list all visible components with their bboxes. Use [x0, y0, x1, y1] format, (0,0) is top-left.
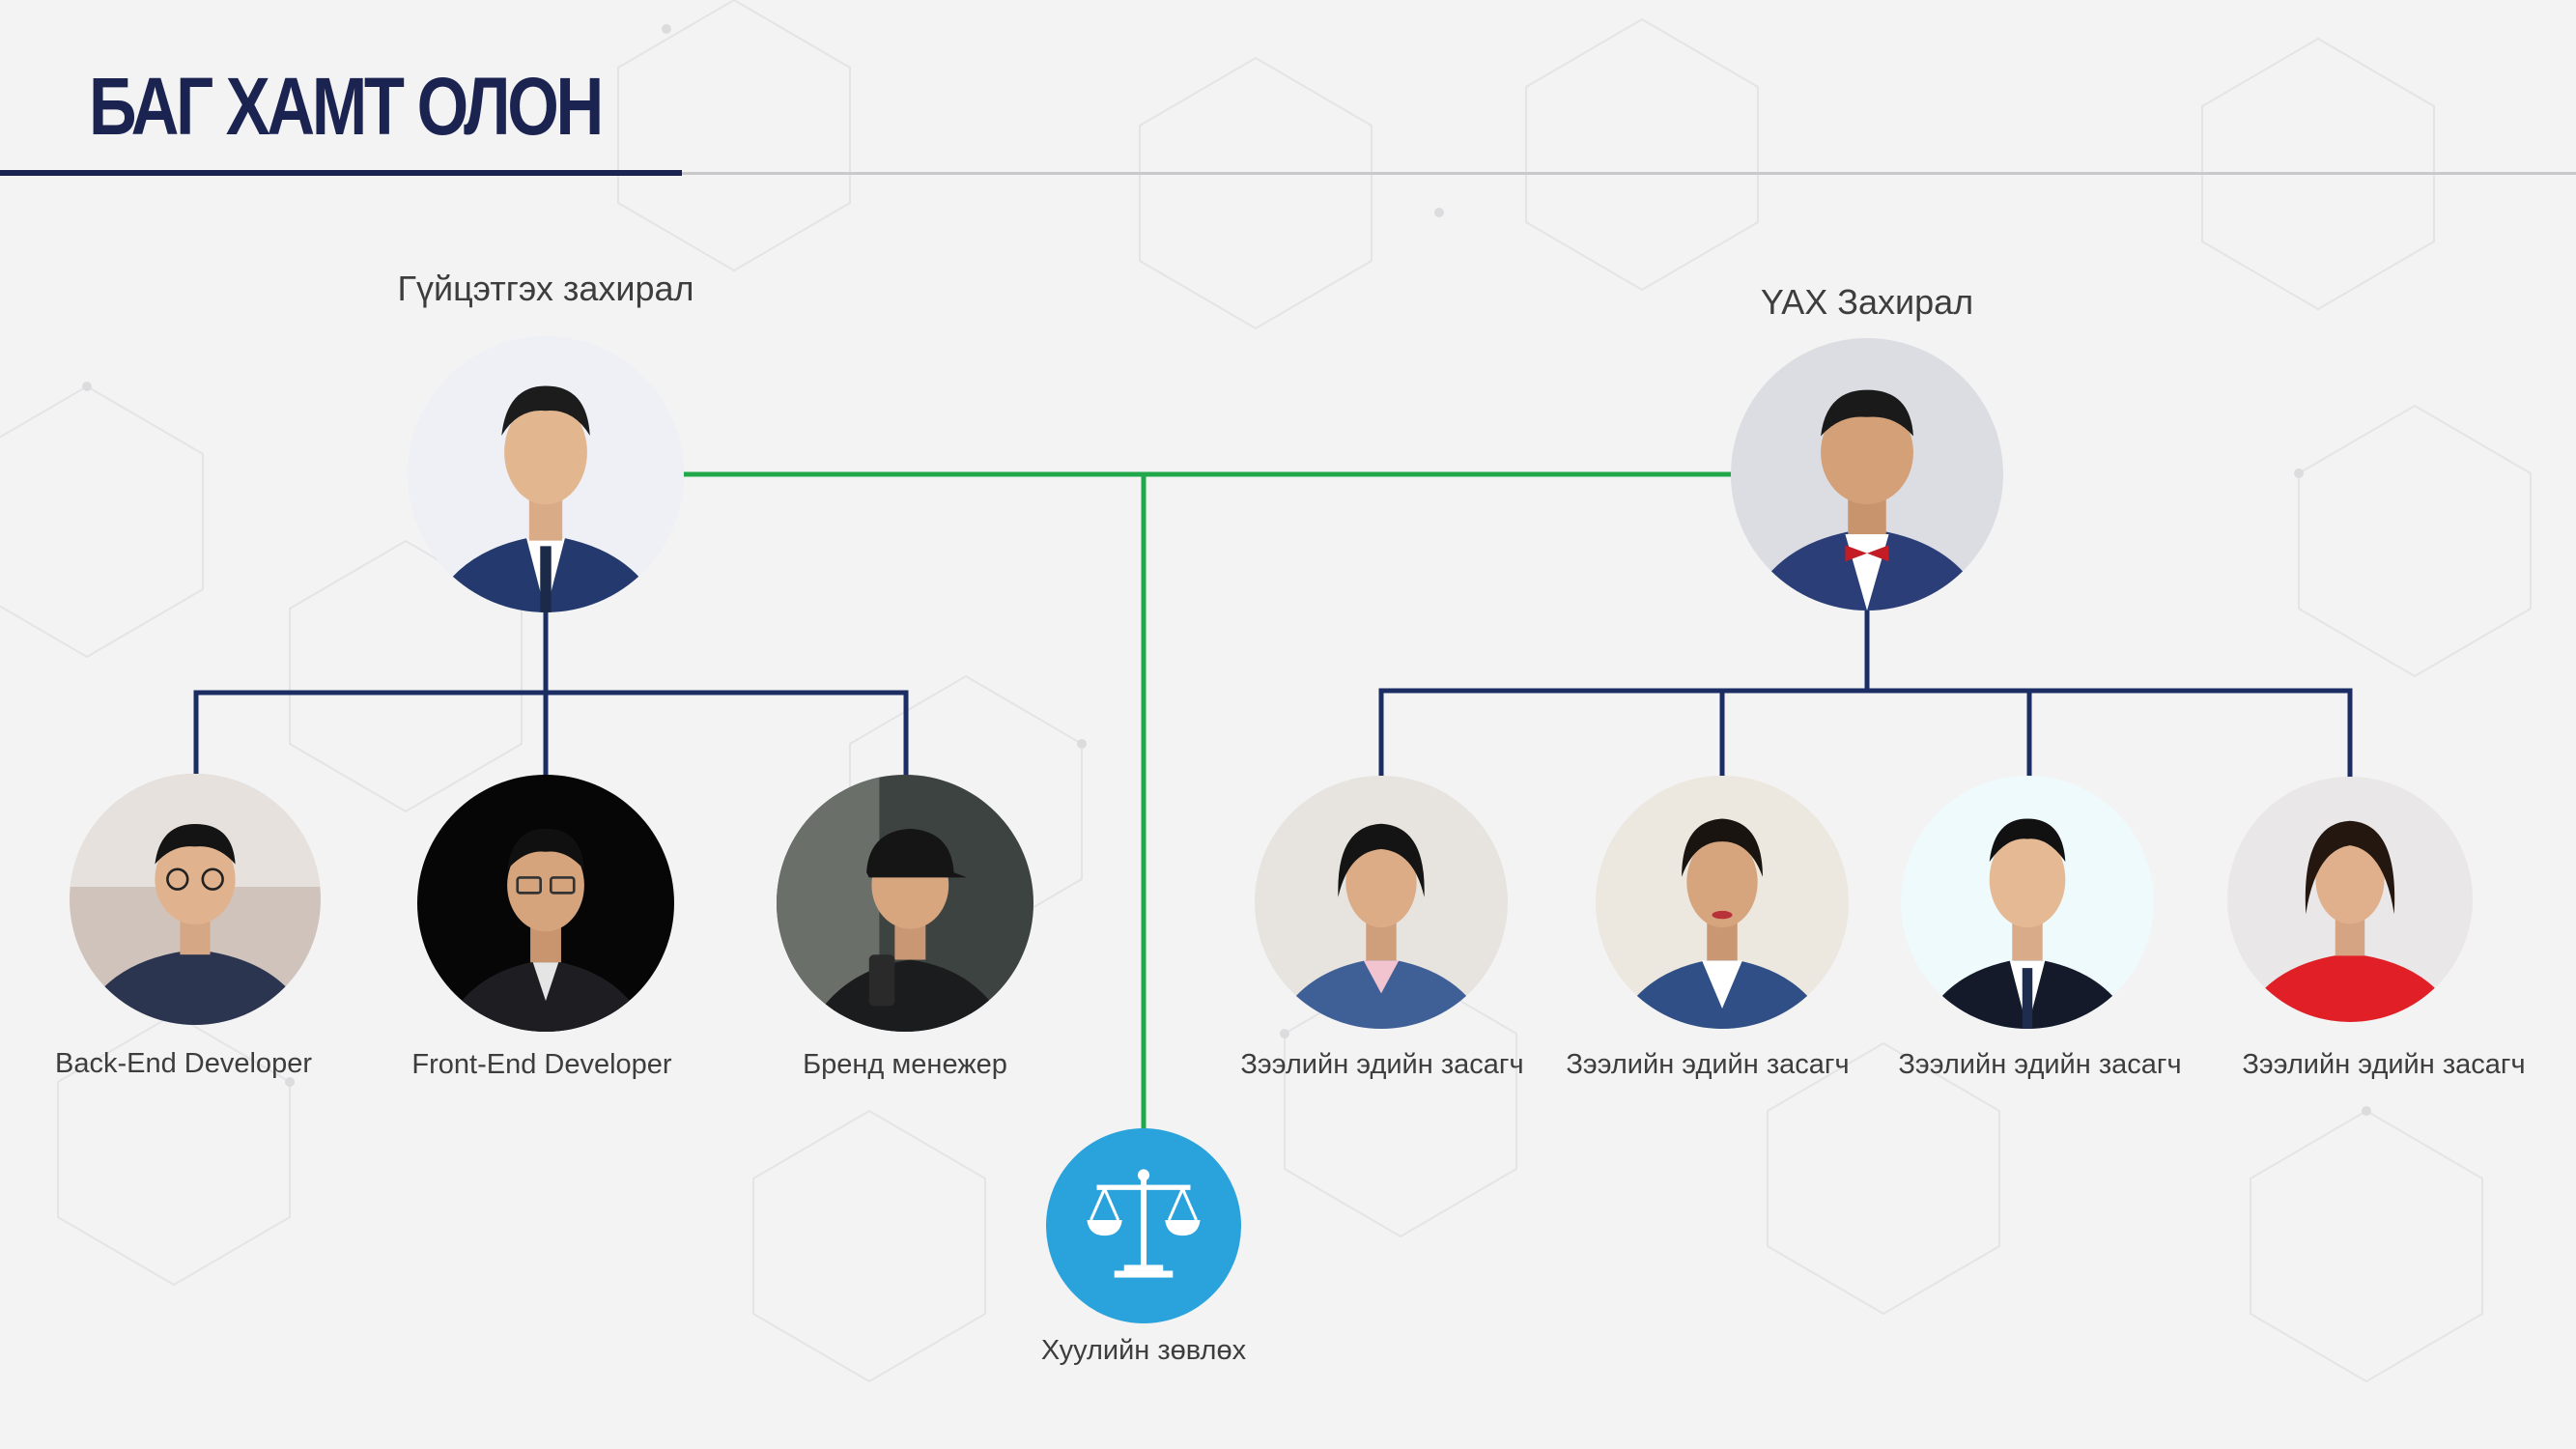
brand-manager-role-label: Бренд менежер: [803, 1049, 1007, 1080]
loan-economist-2-avatar: [1596, 776, 1849, 1029]
scales-of-justice-icon: [1087, 1169, 1201, 1278]
legal-advisor-node: [1046, 1128, 1241, 1323]
backend-developer-role-label: Back-End Developer: [55, 1048, 312, 1079]
title-rule: [682, 172, 2576, 175]
right-team-connector: [1378, 607, 2353, 778]
legal-advisor-role-label: Хуулийн зөвлөх: [1040, 1335, 1247, 1366]
loan-economist-4-avatar: [2227, 777, 2473, 1022]
yax-director-role-label: YAX Захирал: [1760, 282, 1974, 322]
title-underline: [0, 170, 682, 176]
loan-economist-1-avatar: [1255, 776, 1508, 1029]
left-team-connector: [193, 609, 909, 778]
loan-economist-4-role-label: Зээлийн эдийн засагч: [2242, 1049, 2526, 1080]
ceo-avatar: [408, 336, 684, 612]
loan-economist-3-avatar: [1901, 776, 2154, 1029]
yax-director-avatar: [1731, 338, 2003, 611]
ceo-role-label: Гүйцэтгэх захирал: [397, 269, 694, 308]
frontend-developer-role-label: Front-End Developer: [411, 1049, 672, 1080]
frontend-developer-avatar: [417, 775, 674, 1032]
loan-economist-1-role-label: Зээлийн эдийн засагч: [1240, 1049, 1524, 1080]
page-title: БАГ ХАМТ ОЛОН: [89, 61, 604, 152]
backend-developer-avatar: [70, 774, 321, 1025]
loan-economist-2-role-label: Зээлийн эдийн засагч: [1566, 1049, 1850, 1080]
loan-economist-3-role-label: Зээлийн эдийн засагч: [1898, 1049, 2182, 1080]
brand-manager-avatar: [777, 775, 1033, 1032]
